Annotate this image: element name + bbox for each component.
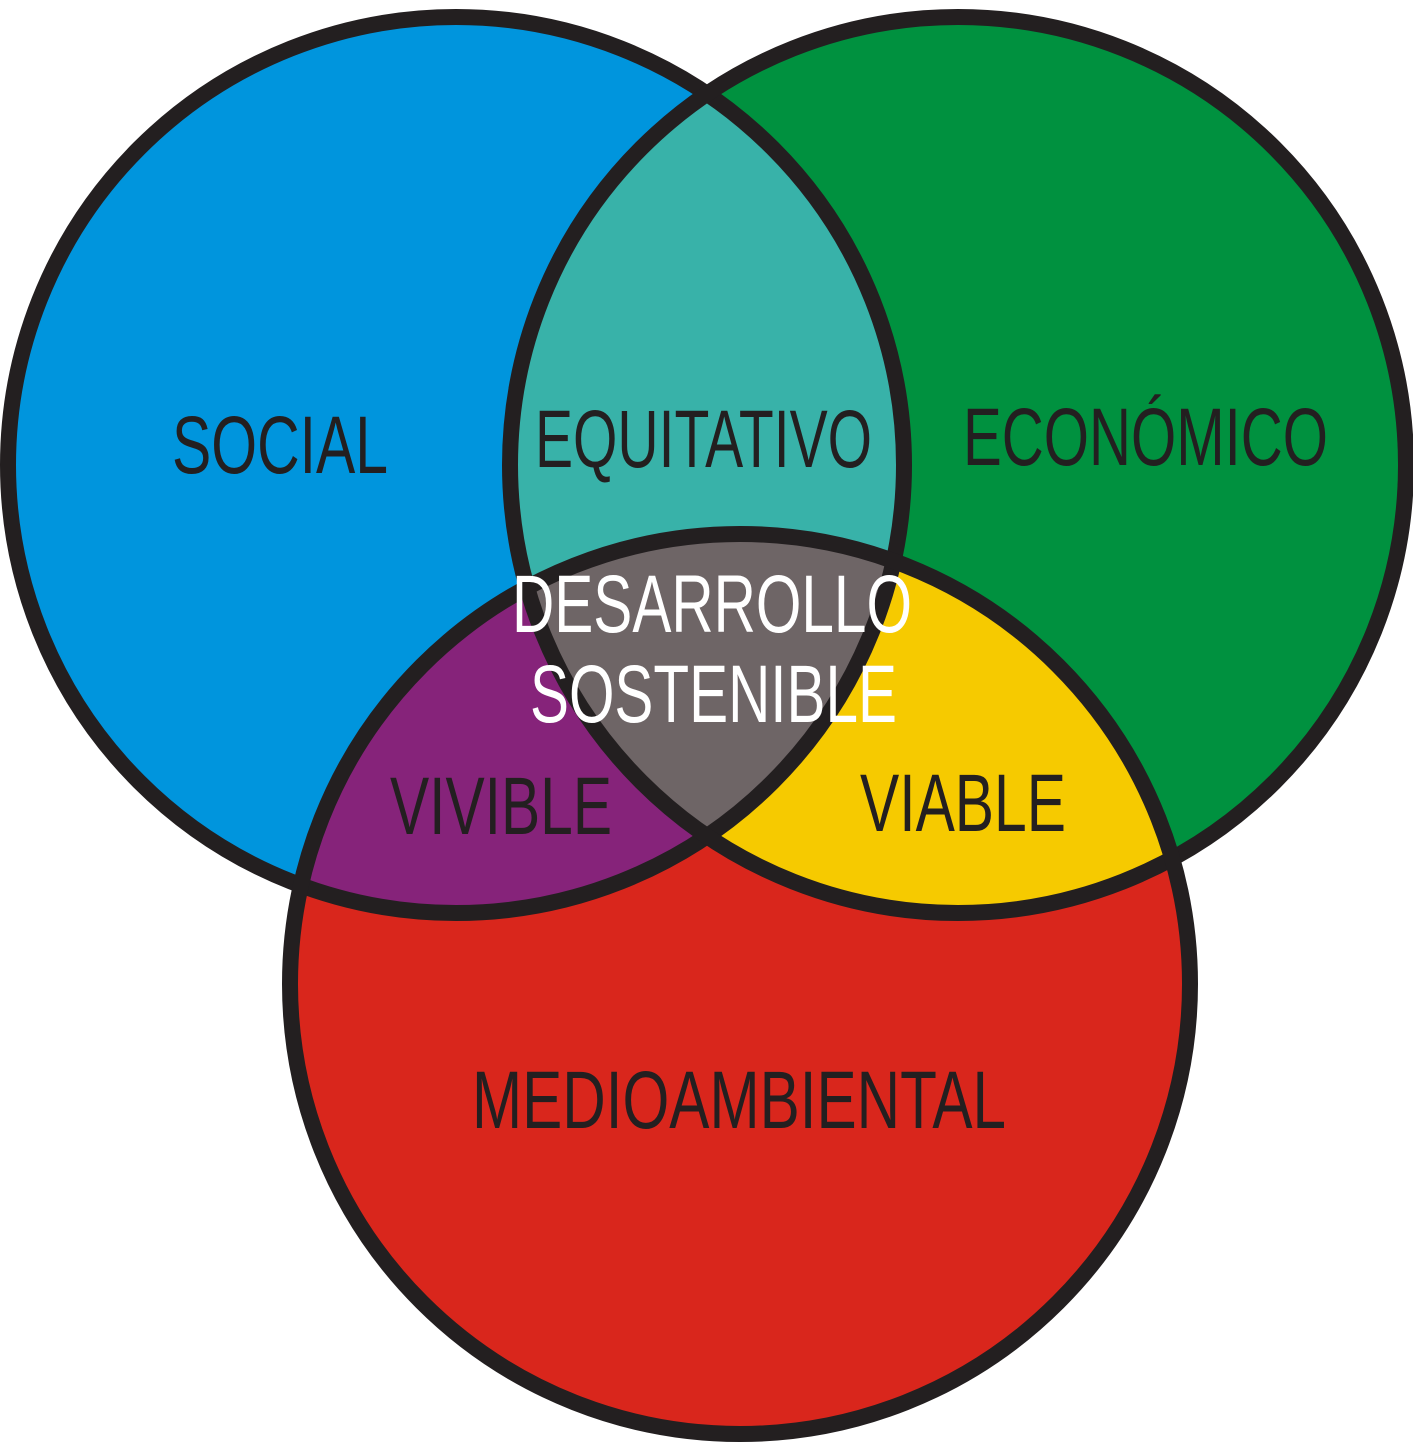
vivible-label: VIVIBLE [390, 761, 612, 852]
sostenible-label: SOSTENIBLE [530, 649, 897, 740]
vivible-region [290, 534, 904, 913]
equitativo-label: EQUITATIVO [535, 394, 872, 485]
desarrollo-label: DESARROLLO [512, 559, 912, 650]
economico-label: ECONÓMICO [963, 392, 1328, 483]
social-label: SOCIAL [172, 400, 388, 491]
medioambiental-label: MEDIOAMBIENTAL [472, 1055, 1006, 1146]
viable-label: VIABLE [860, 758, 1066, 849]
circle-outlines [0, 9, 1413, 1442]
